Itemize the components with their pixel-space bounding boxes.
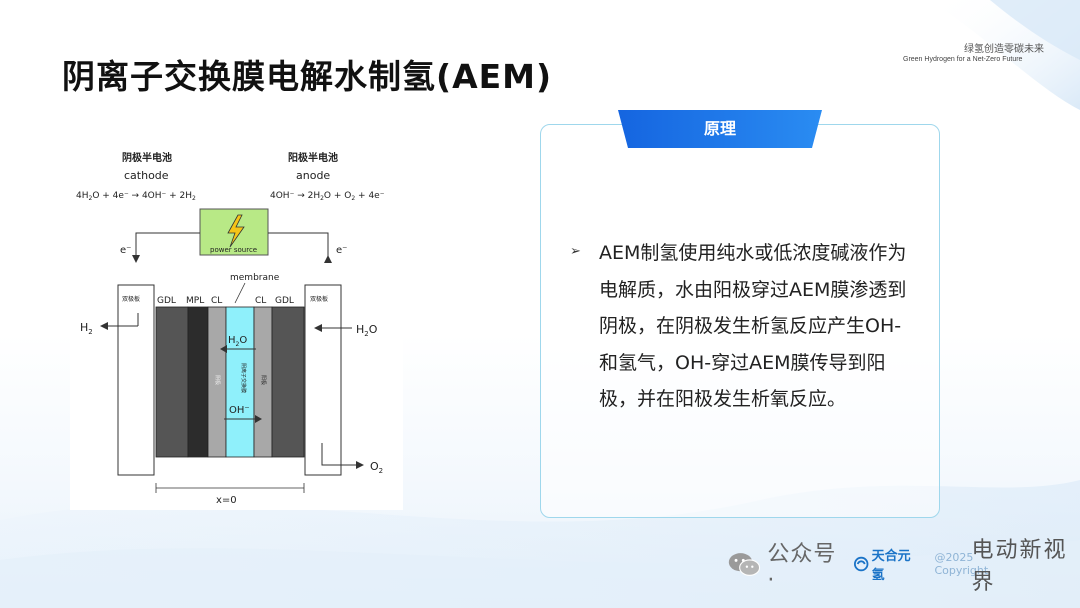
copyright-text: @2025 Copyright: [934, 551, 989, 577]
o2-label: O2: [370, 460, 383, 475]
company-logo-text: 天合元氢: [871, 549, 911, 583]
h2-label: H2: [80, 321, 93, 336]
cathode-reaction: 4H2O + 4e⁻ → 4OH⁻ + 2H2: [76, 191, 196, 202]
mpl-label: MPL: [186, 296, 204, 306]
channel-name: 电动新视界: [971, 538, 1068, 595]
bipolar-right-label: 双极板: [310, 295, 328, 303]
power-source-label: power source: [210, 246, 257, 254]
wechat-icon: [728, 553, 761, 576]
anode-cn-label: 阳极半电池: [288, 151, 338, 164]
anode-label: anode: [296, 169, 330, 182]
brand-slogan-cn: 绿氢创造零碳未来: [964, 44, 1044, 55]
layer-membrane-label: 阴离子交换膜: [240, 363, 247, 393]
gdl-right-label: GDL: [275, 296, 294, 306]
membrane-layer: [225, 306, 255, 458]
principle-text: AEM制氢使用纯水或低浓度碱液作为电解质，水由阳极穿过AEM膜渗透到阴极，在阴极…: [599, 242, 907, 410]
footer-watermark: 公众号 · 天合元氢 @2025 Copyright 电动新视界: [727, 538, 1080, 595]
principle-panel: [540, 124, 940, 518]
bullet-arrow-icon: ➢: [570, 244, 581, 259]
cathode-label: cathode: [124, 169, 169, 182]
electron-right-label: e⁻: [336, 245, 347, 256]
bipolar-plate-right: [304, 284, 342, 476]
membrane-label: membrane: [230, 273, 280, 283]
layer-anode-label: 阳极: [260, 375, 267, 385]
cl-left-label: CL: [211, 296, 222, 306]
anode-reaction: 4OH⁻ → 2H2O + O2 + 4e⁻: [270, 191, 385, 202]
bipolar-plate-left: [117, 284, 155, 476]
h2o-mid-label: H2O: [228, 335, 247, 348]
mpl-layer: [187, 306, 209, 458]
company-logo: 天合元氢: [854, 545, 918, 583]
electron-left-label: e⁻: [120, 245, 131, 256]
gdl-right-layer: [271, 306, 305, 458]
gdl-left-label: GDL: [157, 296, 176, 306]
principle-tab-label: 原理: [703, 119, 736, 138]
lightning-icon: [227, 214, 245, 248]
aem-diagram: 阴极半电池 阳极半电池 cathode anode 4H2O + 4e⁻ → 4…: [70, 143, 403, 510]
page-title: 阴离子交换膜电解水制氢(AEM): [62, 57, 553, 96]
cl-right-label: CL: [255, 296, 266, 306]
layer-cathode-label: 阴极: [214, 375, 221, 385]
x0-label: x=0: [216, 495, 237, 506]
principle-tab: [618, 110, 822, 148]
bipolar-left-label: 双极板: [122, 295, 140, 303]
oh-mid-label: OH⁻: [229, 405, 250, 416]
wechat-label: 公众号 ·: [767, 541, 837, 593]
cathode-cn-label: 阴极半电池: [122, 151, 172, 164]
brand-slogan-en: Green Hydrogen for a Net-Zero Future: [903, 56, 1023, 63]
company-logo-icon: [854, 556, 869, 572]
h2o-inlet-label: H2O: [356, 323, 378, 338]
gdl-left-layer: [155, 306, 189, 458]
